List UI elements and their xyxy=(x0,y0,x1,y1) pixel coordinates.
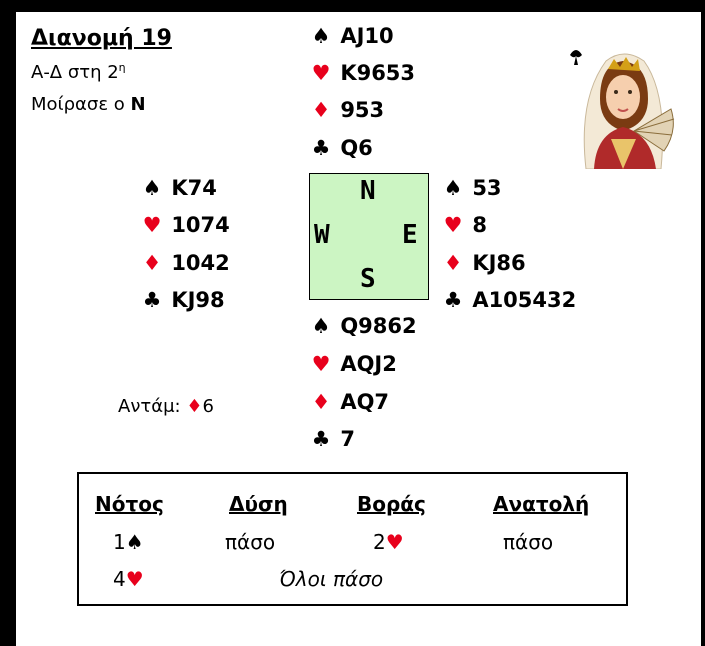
compass-north-label: N xyxy=(360,176,376,206)
spade-icon: ♠ xyxy=(142,176,162,200)
south-spades-cards: Q9862 xyxy=(340,314,417,338)
spade-icon: ♠ xyxy=(443,176,463,200)
south-hearts-cards: AQJ2 xyxy=(340,352,397,376)
opening-lead: Αντάμ: ♦6 xyxy=(118,396,214,417)
heart-icon: ♥ xyxy=(125,567,144,591)
west-diamonds-cards: 1042 xyxy=(171,251,230,275)
bid-east-1: πάσο xyxy=(503,530,554,554)
north-diamonds-cards: 953 xyxy=(340,98,385,122)
west-spades: ♠ K74 xyxy=(140,176,217,200)
auction-header-north: Βοράς xyxy=(357,492,426,516)
heart-icon: ♥ xyxy=(311,61,331,85)
north-spades-cards: AJ10 xyxy=(340,24,394,48)
north-spades: ♠ AJ10 xyxy=(309,24,394,48)
club-icon: ♣ xyxy=(443,288,463,312)
heart-icon: ♥ xyxy=(443,213,463,237)
spade-icon: ♠ xyxy=(125,530,144,554)
west-clubs-cards: KJ98 xyxy=(171,288,225,312)
bid-south-1: 1♠ xyxy=(113,530,144,554)
auction-header-west: Δύση xyxy=(229,492,288,516)
south-clubs-cards: 7 xyxy=(340,427,355,451)
club-icon: ♣ xyxy=(142,288,162,312)
queen-portrait-image xyxy=(556,39,691,169)
bid-all-pass: Όλοι πάσο xyxy=(279,567,384,591)
spade-icon: ♠ xyxy=(311,24,331,48)
bid-level: 1 xyxy=(113,530,126,554)
deal-title: Διανομή 19 xyxy=(31,26,172,51)
north-clubs: ♣ Q6 xyxy=(309,136,373,160)
dealer-text: Μοίρασε ο N xyxy=(31,94,146,115)
compass-west-label: W xyxy=(314,220,330,250)
lead-label: Αντάμ: xyxy=(118,396,181,417)
north-hearts-cards: K9653 xyxy=(340,61,416,85)
club-icon: ♣ xyxy=(311,427,331,451)
bid-level: 2 xyxy=(373,530,386,554)
diamond-icon: ♦ xyxy=(311,98,331,122)
west-clubs: ♣ KJ98 xyxy=(140,288,225,312)
spade-icon: ♠ xyxy=(311,314,331,338)
dealer-value: N xyxy=(130,94,146,115)
bid-north-1: 2♥ xyxy=(373,530,404,554)
bid-west-1: πάσο xyxy=(225,530,276,554)
east-hearts-cards: 8 xyxy=(472,213,487,237)
east-spades-cards: 53 xyxy=(472,176,502,200)
east-clubs-cards: A105432 xyxy=(472,288,577,312)
vulnerability-superscript: η xyxy=(118,61,126,74)
diamond-icon: ♦ xyxy=(443,251,463,275)
deal-panel: Διανομή 19 Α-Δ στη 2η Μοίρασε ο N ♠ AJ10… xyxy=(16,12,701,646)
north-clubs-cards: Q6 xyxy=(340,136,373,160)
north-hearts: ♥ K9653 xyxy=(309,61,415,85)
bid-level: 4 xyxy=(113,567,126,591)
diamond-icon: ♦ xyxy=(142,251,162,275)
auction-table: Νότος Δύση Βοράς Ανατολή 1♠ πάσο 2♥ πάσο… xyxy=(77,472,628,606)
heart-icon: ♥ xyxy=(311,352,331,376)
bid-south-2: 4♥ xyxy=(113,567,144,591)
diamond-icon: ♦ xyxy=(186,396,203,417)
east-diamonds-cards: KJ86 xyxy=(472,251,526,275)
south-clubs: ♣ 7 xyxy=(309,427,355,451)
heart-icon: ♥ xyxy=(385,530,404,554)
dealer-prefix: Μοίρασε ο xyxy=(31,94,125,115)
south-diamonds: ♦ AQ7 xyxy=(309,390,389,414)
vulnerability-value: Α-Δ στη 2 xyxy=(31,62,119,83)
compass-east-label: E xyxy=(402,220,418,250)
west-diamonds: ♦ 1042 xyxy=(140,251,230,275)
compass-south-label: S xyxy=(360,264,376,294)
west-hearts-cards: 1074 xyxy=(171,213,230,237)
auction-header-east: Ανατολή xyxy=(493,492,590,516)
east-diamonds: ♦ KJ86 xyxy=(441,251,526,275)
vulnerability-text: Α-Δ στη 2η xyxy=(31,61,126,83)
club-icon: ♣ xyxy=(311,136,331,160)
south-hearts: ♥ AQJ2 xyxy=(309,352,397,376)
auction-header-south: Νότος xyxy=(95,492,164,516)
west-spades-cards: K74 xyxy=(171,176,217,200)
diamond-icon: ♦ xyxy=(311,390,331,414)
north-diamonds: ♦ 953 xyxy=(309,98,385,122)
lead-card: 6 xyxy=(202,396,214,417)
south-diamonds-cards: AQ7 xyxy=(340,390,390,414)
south-spades: ♠ Q9862 xyxy=(309,314,417,338)
heart-icon: ♥ xyxy=(142,213,162,237)
west-hearts: ♥ 1074 xyxy=(140,213,230,237)
compass-table: N W E S xyxy=(309,173,429,300)
east-hearts: ♥ 8 xyxy=(441,213,487,237)
east-spades: ♠ 53 xyxy=(441,176,502,200)
east-clubs: ♣ A105432 xyxy=(441,288,577,312)
